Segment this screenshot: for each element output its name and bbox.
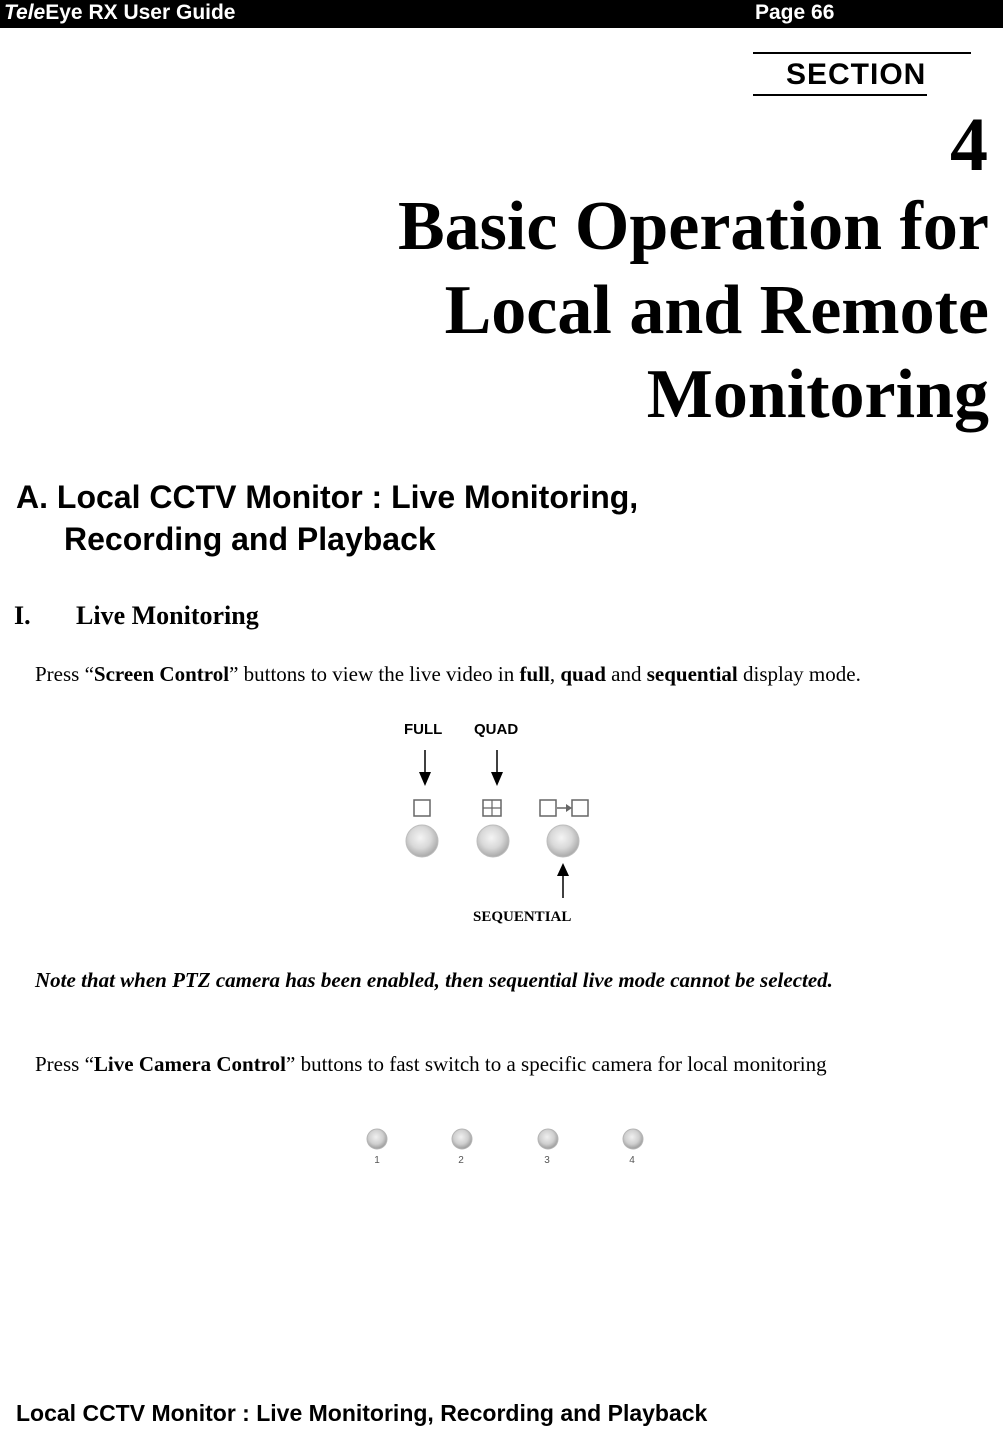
chapter-title-line-1: Basic Operation for: [397, 188, 989, 265]
text-run: Press “: [35, 662, 94, 686]
page-number: Page 66: [755, 1, 835, 24]
sequential-icon: [539, 799, 589, 817]
camera-button-4-label: 4: [629, 1155, 635, 1166]
subheading: I. Live Monitoring: [14, 601, 259, 631]
camera-button-3[interactable]: 3: [537, 1128, 559, 1166]
bold-term-sequential: sequential: [646, 662, 738, 686]
guide-title-brand: Tele: [4, 1, 46, 24]
bold-term-screen-control: Screen Control: [93, 662, 230, 686]
camera-button-1-label: 1: [374, 1155, 380, 1166]
sequential-button[interactable]: [546, 824, 580, 858]
text-run: ” buttons to fast switch to a specific c…: [286, 1052, 827, 1076]
bold-term-full: full: [519, 662, 550, 686]
full-screen-icon: [413, 799, 431, 817]
full-arrow: [419, 750, 431, 786]
subheading-text: Live Monitoring: [76, 601, 259, 630]
full-label: FULL: [404, 721, 442, 738]
text-run: display mode.: [737, 662, 861, 686]
camera-button-1[interactable]: 1: [366, 1128, 388, 1166]
chapter-number: 4: [950, 103, 988, 187]
text-run: Press “: [35, 1052, 94, 1076]
quad-arrow: [491, 750, 503, 786]
ptz-note: Note that when PTZ camera has been enabl…: [35, 968, 833, 992]
camera-button-4[interactable]: 4: [622, 1128, 644, 1166]
subheading-number: I.: [14, 601, 31, 630]
quad-label: QUAD: [474, 721, 518, 738]
text-run: and: [605, 662, 647, 686]
paragraph-live-camera-control: Press “Live Camera Control” buttons to f…: [35, 1052, 827, 1077]
chapter-title: Basic Operation for Local and Remote Mon…: [398, 185, 989, 437]
page-header: TeleEye RX User Guide Page 66: [0, 0, 1003, 28]
section-heading-line-2: Recording and Playback: [64, 521, 436, 557]
sequential-arrow: [557, 863, 569, 898]
camera-button-2[interactable]: 2: [451, 1128, 473, 1166]
camera-button-3-label: 3: [544, 1155, 550, 1166]
quad-screen-icon: [482, 799, 502, 817]
camera-button-2-label: 2: [458, 1155, 464, 1166]
full-button[interactable]: [405, 824, 439, 858]
paragraph-screen-control: Press “Screen Control” buttons to view t…: [35, 662, 861, 687]
chapter-title-line-2: Local and Remote: [444, 272, 989, 349]
guide-title: TeleEye RX User Guide: [4, 1, 236, 25]
quad-button[interactable]: [476, 824, 510, 858]
bold-term-quad: quad: [560, 662, 606, 686]
sequential-label: SEQUENTIAL: [473, 909, 571, 925]
text-run: ,: [549, 662, 561, 686]
guide-title-rest: Eye RX User Guide: [45, 1, 236, 24]
section-heading: A. Local CCTV Monitor : Live Monitoring,…: [16, 476, 638, 560]
text-run: ” buttons to view the live video in: [229, 662, 520, 686]
section-label-box: SECTION: [753, 52, 971, 96]
page-footer: Local CCTV Monitor : Live Monitoring, Re…: [16, 1400, 708, 1426]
section-heading-line-1: A. Local CCTV Monitor : Live Monitoring,: [16, 479, 639, 515]
section-rule-top: [753, 52, 971, 54]
bold-term-live-camera-control: Live Camera Control: [93, 1052, 286, 1076]
section-label: SECTION: [786, 58, 927, 91]
section-rule-bottom: [753, 94, 927, 96]
chapter-title-line-3: Monitoring: [646, 356, 989, 433]
